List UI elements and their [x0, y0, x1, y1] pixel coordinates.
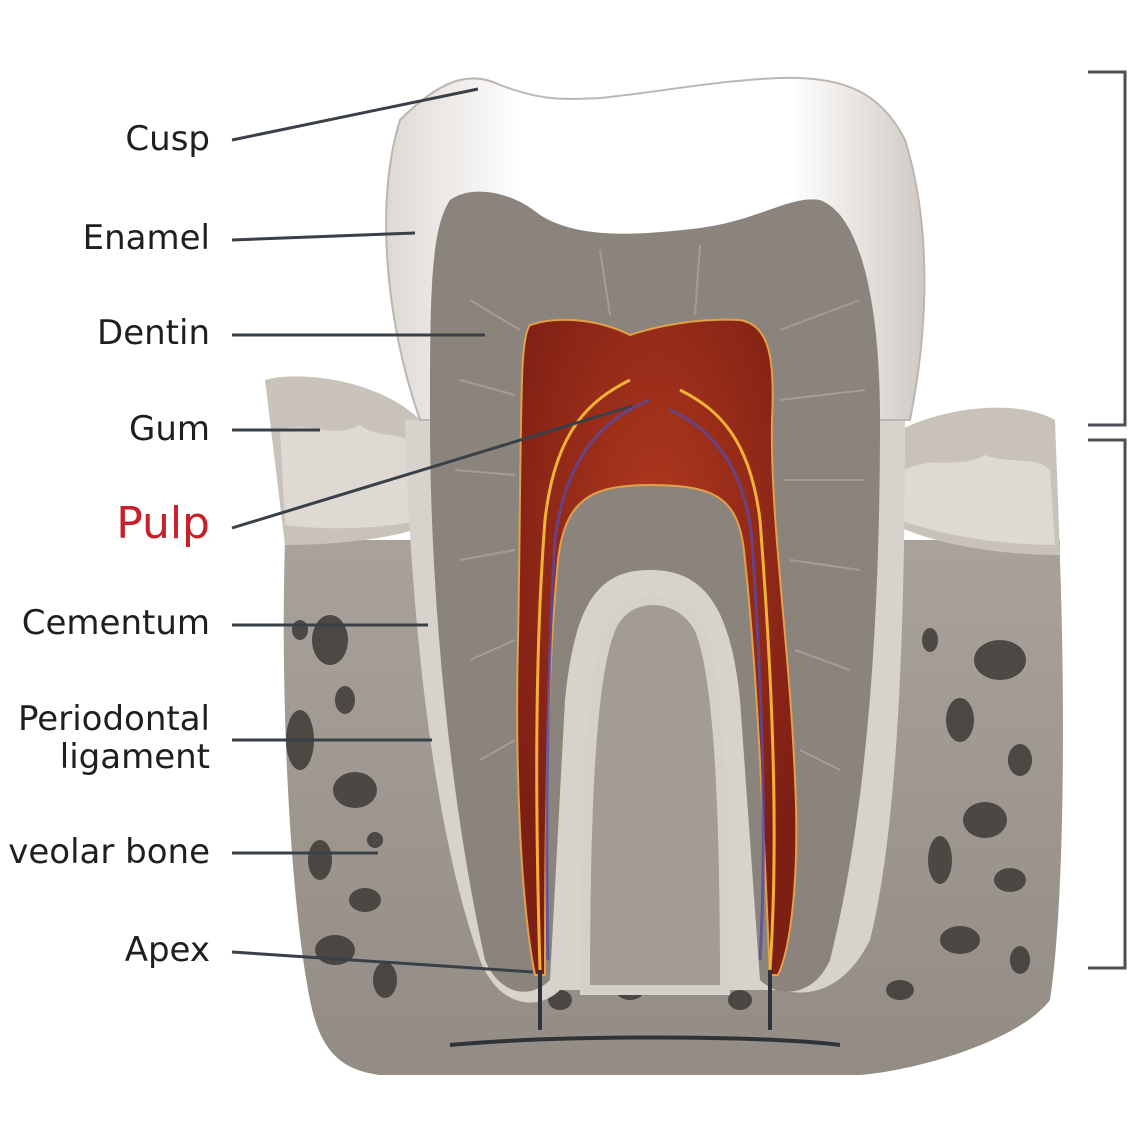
bone-pores-right: [886, 628, 1032, 1000]
dentin-streaks: [454, 244, 866, 771]
crown-bracket: [1088, 70, 1127, 427]
pulp-vessels: [449, 378, 841, 1047]
label-cementum: Cementum: [21, 603, 210, 643]
label-dentin: Dentin: [97, 313, 210, 353]
leader-pulp: [231, 404, 633, 530]
label-pulp: Pulp: [116, 498, 210, 549]
leader-cusp: [231, 87, 479, 142]
label-cusp: Cusp: [125, 119, 210, 159]
pulp-shape: [516, 318, 798, 976]
interradicular-bone-shape: [579, 595, 731, 995]
leader-lines: [231, 87, 633, 974]
label-periodontal-line1: Periodontal: [18, 699, 210, 739]
label-alveolar-bone: veolar bone: [8, 832, 210, 872]
label-periodontal-ligament: Periodontal ligament: [18, 700, 210, 776]
label-periodontal-line2: ligament: [59, 737, 210, 777]
root-bracket: [1088, 438, 1127, 970]
label-gum: Gum: [128, 409, 210, 449]
label-enamel: Enamel: [82, 218, 210, 258]
leader-enamel: [231, 231, 416, 242]
leader-apex: [231, 950, 534, 974]
label-apex: Apex: [124, 930, 210, 970]
